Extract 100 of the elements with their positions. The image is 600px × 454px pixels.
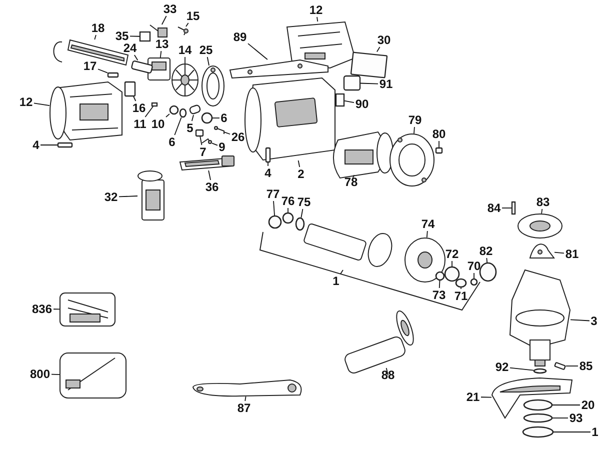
flange-drawing [523, 399, 553, 411]
callout-number: 74 [420, 217, 436, 231]
callout-number: 6 [168, 135, 176, 149]
leader-line [510, 367, 534, 371]
callout-number: 91 [378, 77, 394, 91]
callout-number: 72 [444, 247, 460, 261]
bearing-drawing [268, 215, 282, 229]
leader-line [552, 404, 580, 406]
leader-line [541, 208, 543, 214]
leader-line [273, 200, 275, 216]
callout-number: 17 [82, 59, 98, 73]
leader-line [248, 43, 268, 60]
end-plate-drawing [390, 134, 434, 186]
leader-line [426, 230, 428, 238]
leader-line [161, 16, 167, 25]
callout-number: 21 [465, 390, 481, 404]
callout-number: 16 [131, 101, 147, 115]
leader-line [208, 170, 211, 180]
callout-number: 35 [114, 29, 130, 43]
sleeve-drawing [455, 278, 467, 288]
leader-line [386, 368, 388, 376]
leader-line [200, 136, 202, 146]
callout-number: 30 [376, 33, 392, 47]
callout-number: 26 [230, 130, 246, 144]
leader-line [486, 258, 488, 263]
cap-drawing [139, 31, 151, 42]
callout-number: 13 [154, 37, 170, 51]
block-drawing [195, 129, 204, 137]
callout-number: 83 [535, 195, 551, 209]
screw-drawing [435, 147, 443, 154]
callout-number: 4 [264, 166, 272, 180]
callout-number: 75 [296, 195, 312, 209]
brush-holder-drawing [124, 81, 136, 97]
callout-number: 4 [32, 138, 40, 152]
callout-number: 24 [122, 41, 138, 55]
callout-number: 12 [18, 95, 34, 109]
washer-drawing [179, 108, 187, 118]
bearing-drawing [444, 266, 460, 282]
leader-line [186, 22, 189, 27]
ring-drawing [295, 217, 305, 231]
leader-line [166, 114, 170, 118]
callout-number: 15 [185, 9, 201, 23]
gasket-drawing [530, 244, 554, 258]
leader-line [118, 196, 138, 198]
callout-number: 73 [431, 288, 447, 302]
screw-drawing [511, 201, 516, 215]
kit-drawing [60, 292, 116, 326]
callout-number: 9 [218, 140, 226, 154]
carbon-brush-drawing [150, 24, 168, 38]
clip-drawing [335, 93, 345, 107]
leader-line [352, 174, 355, 179]
callout-number: 79 [407, 113, 423, 127]
callout-number: 70 [466, 259, 482, 273]
callout-number: 1 [590, 425, 600, 439]
fan-drawing [172, 64, 198, 96]
spacer-ring-drawing [523, 413, 553, 423]
screw-drawing [265, 147, 271, 163]
callout-number: 20 [580, 398, 596, 412]
leader-line [133, 96, 136, 102]
callout-number: 81 [564, 247, 580, 261]
callout-number: 1 [332, 274, 340, 288]
leader-line [94, 34, 96, 40]
leader-line [340, 270, 344, 274]
washer-drawing [533, 368, 547, 374]
callout-number: 93 [568, 411, 584, 425]
callout-number: 85 [578, 359, 594, 373]
callout-number: 6 [220, 111, 228, 125]
screw-drawing [107, 72, 119, 78]
callout-number: 10 [150, 117, 166, 131]
leader-line [414, 126, 415, 134]
callout-number: 87 [236, 401, 252, 415]
switch-rod-drawing [179, 156, 234, 171]
switch-module-drawing [343, 75, 361, 91]
callout-number: 836 [30, 302, 54, 316]
callout-number: 84 [486, 201, 502, 215]
callout-number: 7 [198, 145, 208, 159]
callout-number: 88 [380, 368, 396, 382]
callout-number: 3 [590, 314, 598, 328]
callout-number: 33 [162, 2, 178, 16]
callout-number: 18 [90, 21, 106, 35]
bracket-strip-drawing [229, 60, 328, 79]
callout-number: 92 [494, 360, 510, 374]
screw-drawing [57, 142, 73, 148]
leader-line [298, 160, 300, 168]
electronic-module-drawing [138, 170, 164, 220]
leader-line [191, 114, 194, 122]
leader-line [34, 102, 50, 106]
leader-line [134, 54, 138, 61]
callout-number: 5 [186, 121, 194, 135]
leader-line [51, 374, 60, 375]
pin-drawing [151, 102, 158, 107]
leader-line [554, 252, 564, 254]
cord-sleeve-drawing [130, 60, 154, 74]
callout-number: 14 [177, 43, 193, 57]
spring-drawing [214, 126, 224, 134]
leader-line [40, 144, 58, 146]
leader-line [144, 106, 154, 118]
callout-number: 11 [132, 117, 148, 131]
lock-nut-drawing [522, 426, 554, 438]
callout-number: 25 [198, 43, 214, 57]
